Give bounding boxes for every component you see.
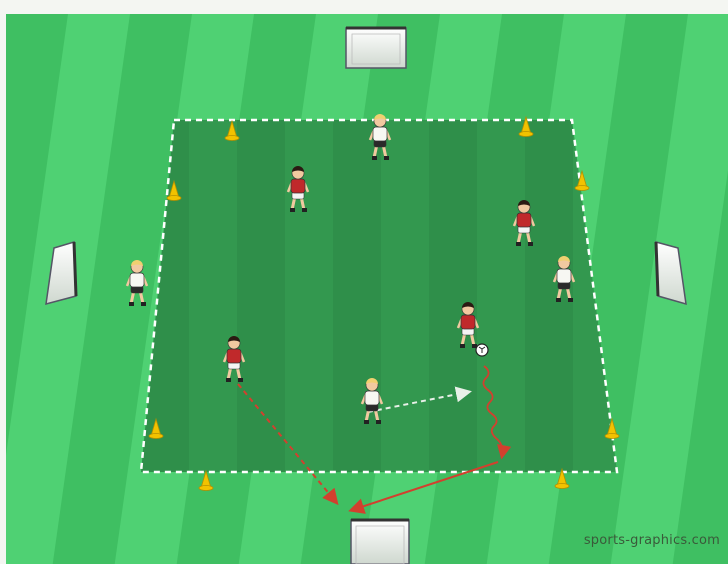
bottom-goal <box>351 520 409 564</box>
top-goal <box>346 28 406 68</box>
drill-diagram: sports-graphics.com <box>6 14 728 564</box>
pitch-canvas <box>6 14 728 564</box>
watermark-text: sports-graphics.com <box>584 533 720 548</box>
ball <box>476 344 488 356</box>
